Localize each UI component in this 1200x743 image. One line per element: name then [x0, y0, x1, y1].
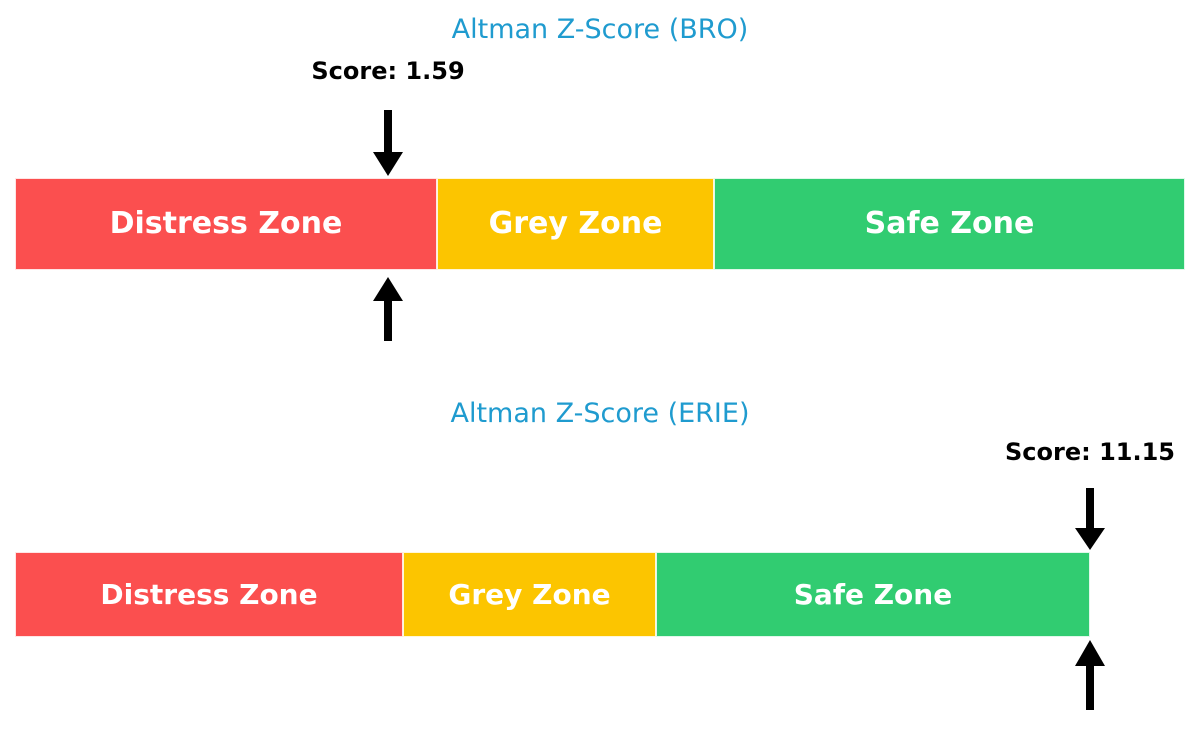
chart-bro: Altman Z-Score (BRO) Score: 1.59 Distres…	[0, 0, 1200, 360]
zone-safe-bro: Safe Zone	[714, 178, 1185, 270]
arrow-up-icon-erie	[1073, 640, 1107, 710]
zone-safe-erie: Safe Zone	[656, 552, 1090, 637]
zone-bar-bro: Distress Zone Grey Zone Safe Zone	[15, 178, 1185, 270]
arrow-up-icon-bro	[371, 277, 405, 341]
score-label-bro: Score: 1.59	[311, 57, 465, 85]
zone-label-grey-bro: Grey Zone	[488, 206, 663, 241]
chart-title-bro: Altman Z-Score (BRO)	[451, 14, 749, 45]
arrow-down-icon-bro	[371, 110, 405, 178]
score-label-erie: Score: 11.15	[1005, 438, 1175, 466]
zone-label-safe-bro: Safe Zone	[864, 206, 1035, 241]
zone-label-distress-bro: Distress Zone	[109, 206, 343, 241]
chart-erie: Altman Z-Score (ERIE) Score: 11.15 Distr…	[0, 380, 1200, 743]
arrow-down-icon-erie	[1073, 488, 1107, 552]
zone-grey-bro: Grey Zone	[437, 178, 714, 270]
zone-distress-erie: Distress Zone	[15, 552, 403, 637]
chart-title-erie: Altman Z-Score (ERIE)	[450, 398, 750, 429]
zone-bar-erie: Distress Zone Grey Zone Safe Zone	[15, 552, 1090, 637]
zone-label-distress-erie: Distress Zone	[100, 577, 318, 611]
zone-grey-erie: Grey Zone	[403, 552, 656, 637]
zone-label-grey-erie: Grey Zone	[448, 577, 611, 611]
zone-distress-bro: Distress Zone	[15, 178, 437, 270]
zone-label-safe-erie: Safe Zone	[793, 577, 953, 611]
